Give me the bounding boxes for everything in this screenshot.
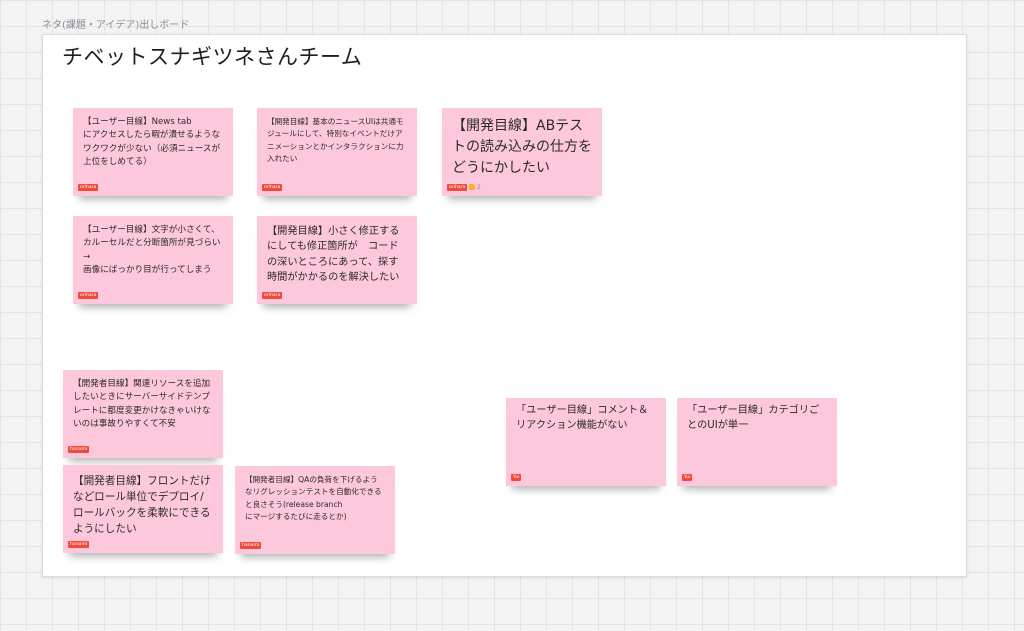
author-tag: Yui <box>511 474 522 481</box>
sticky-text: 「ユーザー目線」コメント＆リアクション機能がない <box>516 405 649 432</box>
sticky-note[interactable]: 【開発者目線】フロントだけなどロール単位でデプロイ/ロールバックを柔軟にできるよ… <box>63 465 223 553</box>
author-tag: hanami <box>68 541 90 548</box>
sticky-text: 【開発者目線】フロントだけなどロール単位でデプロイ/ロールバックを柔軟にできるよ… <box>73 475 211 535</box>
reaction-badge[interactable]: 2 <box>469 184 481 191</box>
sticky-note[interactable]: 【ユーザー目線】文字が小さくて、カルーセルだと分断箇所が見づらい→ 画像にばっか… <box>73 216 233 304</box>
sticky-note[interactable]: 「ユーザー目線」カテゴリごとのUIが単一 Yui <box>677 398 837 486</box>
sticky-text: 【ユーザー目線】文字が小さくて、カルーセルだと分断箇所が見づらい→ 画像にばっか… <box>83 225 221 276</box>
author-tag: hanami <box>240 542 262 549</box>
sticky-text: 【開発目線】小さく修正するにしても修正箇所が コードの深いところにあって、探す時… <box>267 226 400 284</box>
author-tag: orihara <box>78 292 99 299</box>
sticky-note[interactable]: 【開発目線】ABテストの読み込みの仕方をどうにかしたい orihara 2 <box>442 108 602 196</box>
sticky-note[interactable]: 【開発目線】基本のニュースUIは共通モジュールにして、特別なイベントだけアニメー… <box>257 108 417 196</box>
sticky-note[interactable]: 【開発目線】小さく修正するにしても修正箇所が コードの深いところにあって、探す時… <box>257 216 417 304</box>
sticky-text: 【開発者目線】関連リソースを追加したいときにサーバーサイドテンプレートに都度変更… <box>73 379 211 430</box>
sticky-note[interactable]: 「ユーザー目線」コメント＆リアクション機能がない Yui <box>506 398 666 486</box>
sticky-text: 【開発目線】ABテストの読み込みの仕方をどうにかしたい <box>452 118 592 176</box>
reaction-count: 2 <box>477 184 481 191</box>
thumbs-up-icon <box>469 184 475 190</box>
author-tag: orihara <box>447 184 468 191</box>
author-tag: orihara <box>262 184 283 191</box>
frame-label[interactable]: ネタ(課題・アイデア)出しボード <box>42 20 190 31</box>
author-tag: Yui <box>682 474 693 481</box>
author-tag: orihara <box>262 292 283 299</box>
author-tag: orihara <box>78 184 99 191</box>
author-tag: hanami <box>68 446 90 453</box>
sticky-note[interactable]: 【開発者目線】QAの負荷を下げるようなリグレッションテストを自動化できると良さそ… <box>235 466 395 554</box>
sticky-note[interactable]: 【開発者目線】関連リソースを追加したいときにサーバーサイドテンプレートに都度変更… <box>63 370 223 458</box>
sticky-text: 【ユーザー目線】News tab にアクセスしたら暇が潰せるようなワクワクが少な… <box>83 117 221 168</box>
sticky-text: 「ユーザー目線」カテゴリごとのUIが単一 <box>687 405 820 432</box>
board-title: チベットスナギツネさんチーム <box>62 45 363 69</box>
sticky-note[interactable]: 【ユーザー目線】News tab にアクセスしたら暇が潰せるようなワクワクが少な… <box>73 108 233 196</box>
sticky-text: 【開発者目線】QAの負荷を下げるようなリグレッションテストを自動化できると良さそ… <box>245 475 382 522</box>
sticky-text: 【開発目線】基本のニュースUIは共通モジュールにして、特別なイベントだけアニメー… <box>267 117 404 164</box>
